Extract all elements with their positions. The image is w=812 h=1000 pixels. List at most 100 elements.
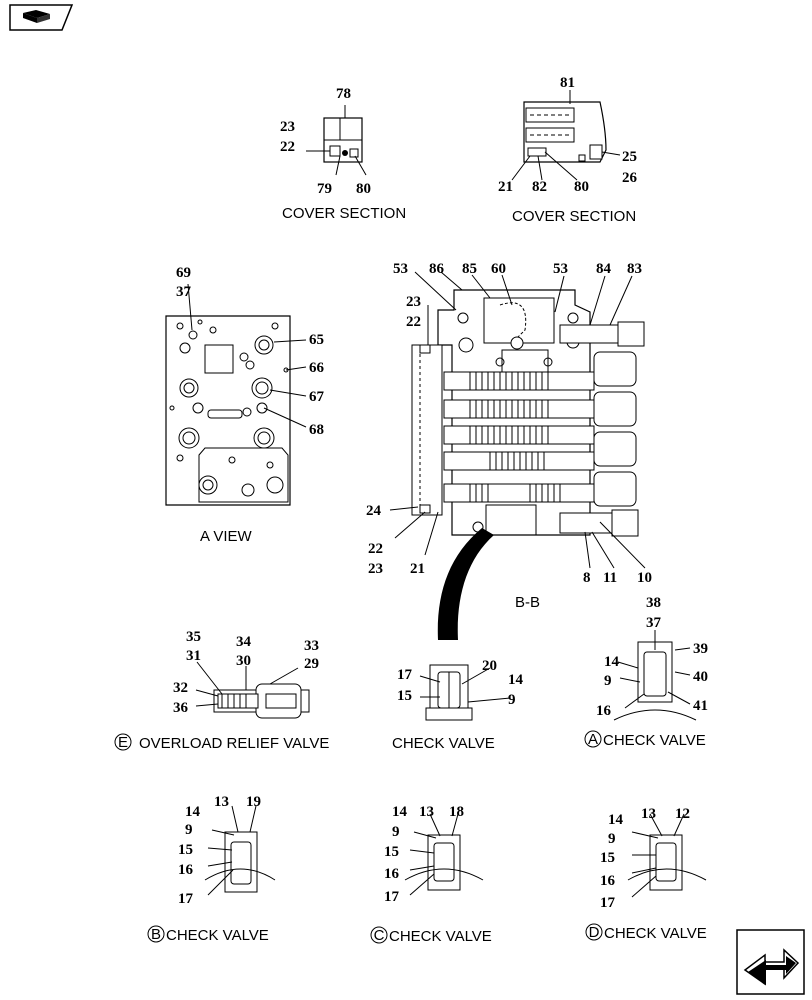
callout: 15 <box>397 688 412 704</box>
callout: 38 <box>646 595 661 611</box>
cover-section-2 <box>511 90 621 181</box>
callout: 8 <box>583 570 591 586</box>
next-page-arrow-icon[interactable] <box>736 929 805 995</box>
caption-check-valve: CHECK VALVE <box>392 735 495 752</box>
callout: 25 <box>622 149 637 165</box>
marker-e-circle <box>114 733 132 751</box>
callout: 17 <box>600 895 616 911</box>
callout: 23 <box>368 561 383 577</box>
callout: 14 <box>392 804 408 820</box>
callout: 19 <box>246 794 261 810</box>
marker-b: B <box>151 926 161 943</box>
callout: 33 <box>304 638 319 654</box>
callout: 53 <box>553 261 568 277</box>
callout: 22 <box>406 314 421 330</box>
check-valve-d-drawing <box>627 813 707 898</box>
callout: 36 <box>173 700 189 716</box>
callout: 22 <box>368 541 383 557</box>
callout: 21 <box>498 179 513 195</box>
callout: 81 <box>560 75 575 91</box>
callout: 9 <box>608 831 616 847</box>
callout: 15 <box>178 842 193 858</box>
caption-cover-section-right: COVER SECTION <box>512 208 636 225</box>
caption-bb: B-B <box>515 594 540 611</box>
callout: 23 <box>406 294 421 310</box>
marker-d-circle <box>585 923 603 941</box>
callout: 18 <box>449 804 464 820</box>
callout: 14 <box>185 804 201 820</box>
callout: 14 <box>608 812 624 828</box>
callout: 17 <box>384 889 400 905</box>
callout: 13 <box>214 794 229 810</box>
callout: 80 <box>574 179 589 195</box>
check-valve-a-drawing <box>613 630 697 721</box>
marker-d: D <box>589 924 600 941</box>
check-valve-b-drawing <box>204 805 276 896</box>
callout: 85 <box>462 261 477 277</box>
callout: 31 <box>186 648 201 664</box>
callout: 10 <box>637 570 652 586</box>
callout: 9 <box>508 692 516 708</box>
marker-c: C <box>374 927 385 944</box>
callout: 17 <box>178 891 194 907</box>
caption-check-valve-b: CHECK VALVE <box>166 927 269 944</box>
callout: 14 <box>604 654 620 670</box>
callout: 84 <box>596 261 612 277</box>
callout: 78 <box>336 86 351 102</box>
book-icon[interactable] <box>9 4 74 31</box>
callout: 37 <box>646 615 662 631</box>
callout: 67 <box>309 389 325 405</box>
bb-valve-block <box>389 271 646 640</box>
callout: 11 <box>603 570 617 586</box>
a-view-plate <box>165 283 307 506</box>
callout: 9 <box>392 824 400 840</box>
callout: 53 <box>393 261 408 277</box>
callout: 35 <box>186 629 201 645</box>
callout: 16 <box>178 862 194 878</box>
callout: 60 <box>491 261 506 277</box>
callout: 39 <box>693 641 708 657</box>
caption-cover-section-left: COVER SECTION <box>282 205 406 222</box>
callout: 34 <box>236 634 252 650</box>
overload-relief-valve-drawing <box>195 661 310 719</box>
marker-b-circle <box>147 925 165 943</box>
callout: 32 <box>173 680 188 696</box>
caption-check-valve-d: CHECK VALVE <box>604 925 707 942</box>
callout: 23 <box>280 119 295 135</box>
callout: 15 <box>600 850 615 866</box>
callout: 86 <box>429 261 445 277</box>
callout: 14 <box>508 672 524 688</box>
callout: 40 <box>693 669 708 685</box>
marker-c-circle <box>370 926 388 944</box>
callout: 82 <box>532 179 547 195</box>
callout: 16 <box>384 866 400 882</box>
callout: 80 <box>356 181 371 197</box>
callout: 13 <box>641 806 656 822</box>
callout: 29 <box>304 656 319 672</box>
callout: 16 <box>600 873 616 889</box>
callout: 69 <box>176 265 191 281</box>
caption-overload-relief-valve: OVERLOAD RELIEF VALVE <box>139 735 329 752</box>
callout: 26 <box>622 170 638 186</box>
callout: 17 <box>397 667 413 683</box>
callout: 9 <box>604 673 612 689</box>
caption-a-view: A VIEW <box>200 528 253 545</box>
callout: 21 <box>410 561 425 577</box>
callout: 12 <box>675 806 690 822</box>
callout: 65 <box>309 332 324 348</box>
callout: 66 <box>309 360 325 376</box>
marker-a: A <box>588 731 598 748</box>
check-valve-c-drawing <box>404 813 484 896</box>
check-valve-drawing <box>419 664 511 721</box>
callout: 37 <box>176 284 192 300</box>
caption-check-valve-c: CHECK VALVE <box>389 928 492 945</box>
callout: 41 <box>693 698 708 714</box>
callout: 9 <box>185 822 193 838</box>
marker-e: E <box>118 734 128 751</box>
callout: 24 <box>366 503 382 519</box>
callout: 13 <box>419 804 434 820</box>
callout: 15 <box>384 844 399 860</box>
callout: 16 <box>596 703 612 719</box>
callout: 30 <box>236 653 251 669</box>
